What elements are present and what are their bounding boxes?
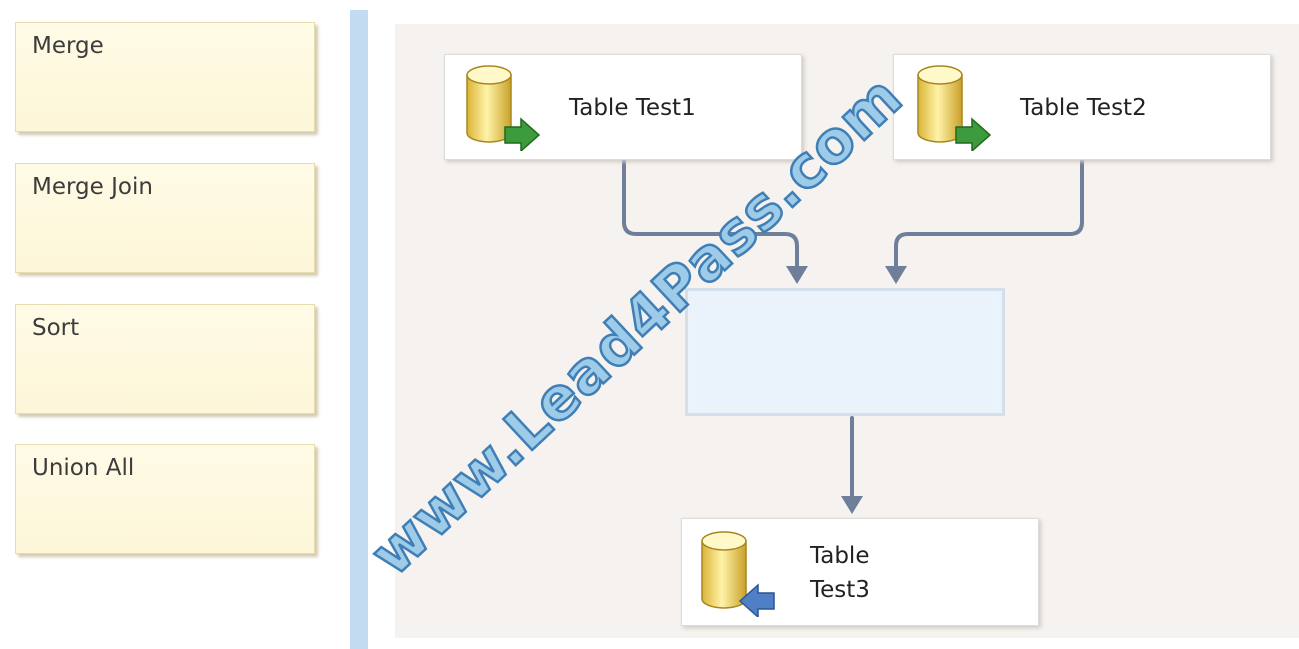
node-label: Table Test2 xyxy=(1020,95,1147,121)
database-destination-icon xyxy=(701,531,775,617)
node-label-line1: Table xyxy=(810,543,870,569)
option-label: Merge xyxy=(32,33,104,59)
node-label-line2: Test3 xyxy=(810,577,870,603)
option-label: Union All xyxy=(32,455,135,481)
arrowhead-test2 xyxy=(885,266,907,284)
destination-node-test3[interactable]: Table Test3 xyxy=(681,518,1039,626)
connector-test2 xyxy=(894,158,1084,270)
option-label: Merge Join xyxy=(32,174,153,200)
source-node-test2[interactable]: Table Test2 xyxy=(893,54,1271,160)
option-sort[interactable]: Sort xyxy=(15,304,315,414)
option-label: Sort xyxy=(32,315,80,341)
arrowhead-output xyxy=(841,496,863,514)
node-label: Table Test1 xyxy=(569,95,696,121)
panel-divider xyxy=(350,10,368,649)
arrowhead-test1 xyxy=(786,266,808,284)
option-merge[interactable]: Merge xyxy=(15,22,315,132)
option-merge-join[interactable]: Merge Join xyxy=(15,163,315,273)
source-node-test1[interactable]: Table Test1 xyxy=(444,54,802,160)
database-source-icon xyxy=(466,65,541,151)
connector-test1 xyxy=(622,158,799,270)
database-source-icon xyxy=(917,65,992,151)
option-union-all[interactable]: Union All xyxy=(15,444,315,554)
transformation-drop-target[interactable] xyxy=(685,288,1005,416)
